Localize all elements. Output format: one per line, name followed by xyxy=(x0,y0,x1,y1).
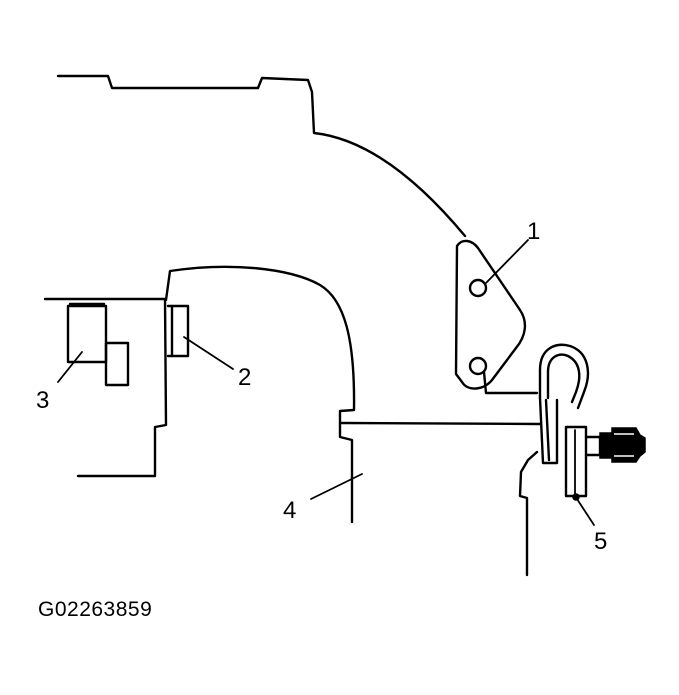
hook-clip xyxy=(538,343,590,465)
component-3-block xyxy=(66,302,130,387)
upper-bolt-hole xyxy=(468,278,488,298)
leader-line-1 xyxy=(485,239,529,284)
component-1-bracket xyxy=(454,239,539,395)
central-housing-outline xyxy=(164,265,356,524)
leader-line-2 xyxy=(183,336,234,370)
component-2-pad xyxy=(166,304,190,358)
callout-1: 1 xyxy=(527,218,540,245)
upper-housing-outline xyxy=(56,74,467,238)
callout-4: 4 xyxy=(283,497,296,524)
lower-bolt-hole xyxy=(468,356,488,376)
figure-id: G02263859 xyxy=(38,598,153,621)
right-housing-outline xyxy=(518,450,539,577)
leader-line-3 xyxy=(57,351,83,383)
shaft-rod xyxy=(339,421,542,426)
leader-line-5 xyxy=(576,498,595,526)
callout-2: 2 xyxy=(238,364,251,391)
leader-line-4 xyxy=(310,473,363,500)
left-housing-outline xyxy=(43,297,168,478)
component-5-bolt xyxy=(564,425,646,501)
callout-5: 5 xyxy=(594,528,607,555)
callout-3: 3 xyxy=(36,387,49,414)
